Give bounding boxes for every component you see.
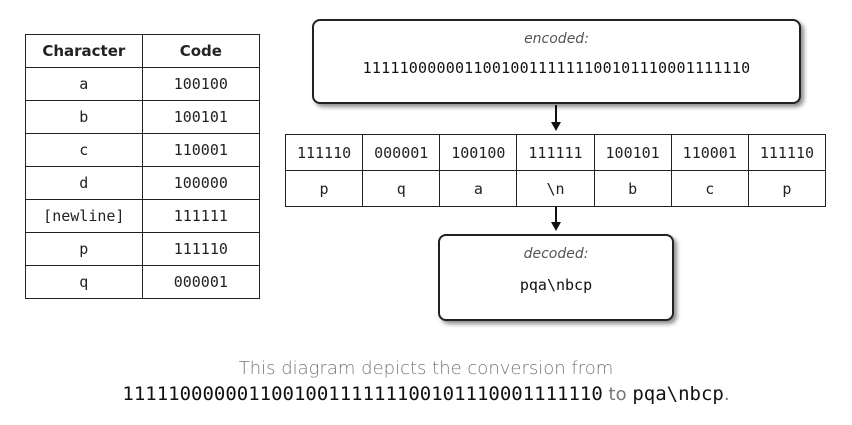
code-table-row: q 000001	[25, 265, 261, 299]
code-table-row: c 110001	[25, 133, 261, 167]
caption-to-value: pqa\nbcp	[632, 383, 724, 405]
segment-code: 100100	[439, 134, 518, 171]
segment-code: 100101	[593, 134, 672, 171]
segment-char: c	[670, 170, 749, 207]
code-table-code: 000001	[141, 265, 261, 299]
code-table-row: a 100100	[25, 67, 261, 101]
code-table-code: 111111	[141, 199, 261, 233]
segment-code: 111111	[516, 134, 595, 171]
segment-code: 111110	[284, 134, 364, 171]
code-table-row: b 100101	[25, 100, 261, 134]
code-table-character: [newline]	[25, 199, 143, 233]
code-table-character: q	[25, 265, 143, 299]
encoded-label: encoded:	[524, 31, 589, 47]
code-table-code: 111110	[141, 232, 261, 266]
caption-from-value: 1111100000011001001111111001011100011111…	[122, 383, 603, 405]
code-table-character: d	[25, 166, 143, 200]
segment-char: p	[747, 170, 827, 207]
segment-char: a	[439, 170, 518, 207]
segment-chars-row: p q a \n b c p	[284, 170, 827, 207]
code-table-code: 100101	[141, 100, 261, 134]
code-table-character: p	[25, 232, 143, 266]
caption: This diagram depicts the conversion from…	[0, 358, 852, 405]
code-table-header-character: Character	[25, 34, 143, 68]
code-table-code: 110001	[141, 133, 261, 167]
segment-char: p	[284, 170, 364, 207]
caption-period: .	[723, 384, 730, 405]
code-table-code: 100100	[141, 67, 261, 101]
decoded-value: pqa\nbcp	[519, 276, 593, 294]
caption-conversion: 1111100000011001001111111001011100011111…	[0, 383, 852, 405]
code-table: Character Code a 100100 b 100101 c 11000…	[25, 34, 261, 299]
code-table-character: c	[25, 133, 143, 167]
code-table-header-code: Code	[141, 34, 261, 68]
segment-char: q	[362, 170, 441, 207]
code-table-row: [newline] 111111	[25, 199, 261, 233]
segment-code: 110001	[670, 134, 749, 171]
decoded-label: decoded:	[523, 246, 589, 262]
caption-text: This diagram depicts the conversion from	[238, 358, 614, 379]
code-table-header-row: Character Code	[25, 34, 261, 68]
caption-connector: to	[608, 384, 627, 405]
segment-char: b	[593, 170, 672, 207]
code-table-code: 100000	[141, 166, 261, 200]
segment-char: \n	[516, 170, 595, 207]
segment-table: 111110 000001 100100 111111 100101 11000…	[284, 134, 827, 207]
code-table-row: p 111110	[25, 232, 261, 266]
decoded-box: decoded: pqa\nbcp	[438, 234, 674, 321]
encoded-value: 1111100000011001001111111001011100011111…	[362, 59, 751, 77]
code-table-character: b	[25, 100, 143, 134]
code-table-row: d 100000	[25, 166, 261, 200]
encoded-box: encoded: 1111100000011001001111111001011…	[312, 19, 801, 104]
segment-code: 111110	[747, 134, 827, 171]
code-table-character: a	[25, 67, 143, 101]
segment-codes-row: 111110 000001 100100 111111 100101 11000…	[284, 134, 827, 171]
segment-code: 000001	[362, 134, 441, 171]
